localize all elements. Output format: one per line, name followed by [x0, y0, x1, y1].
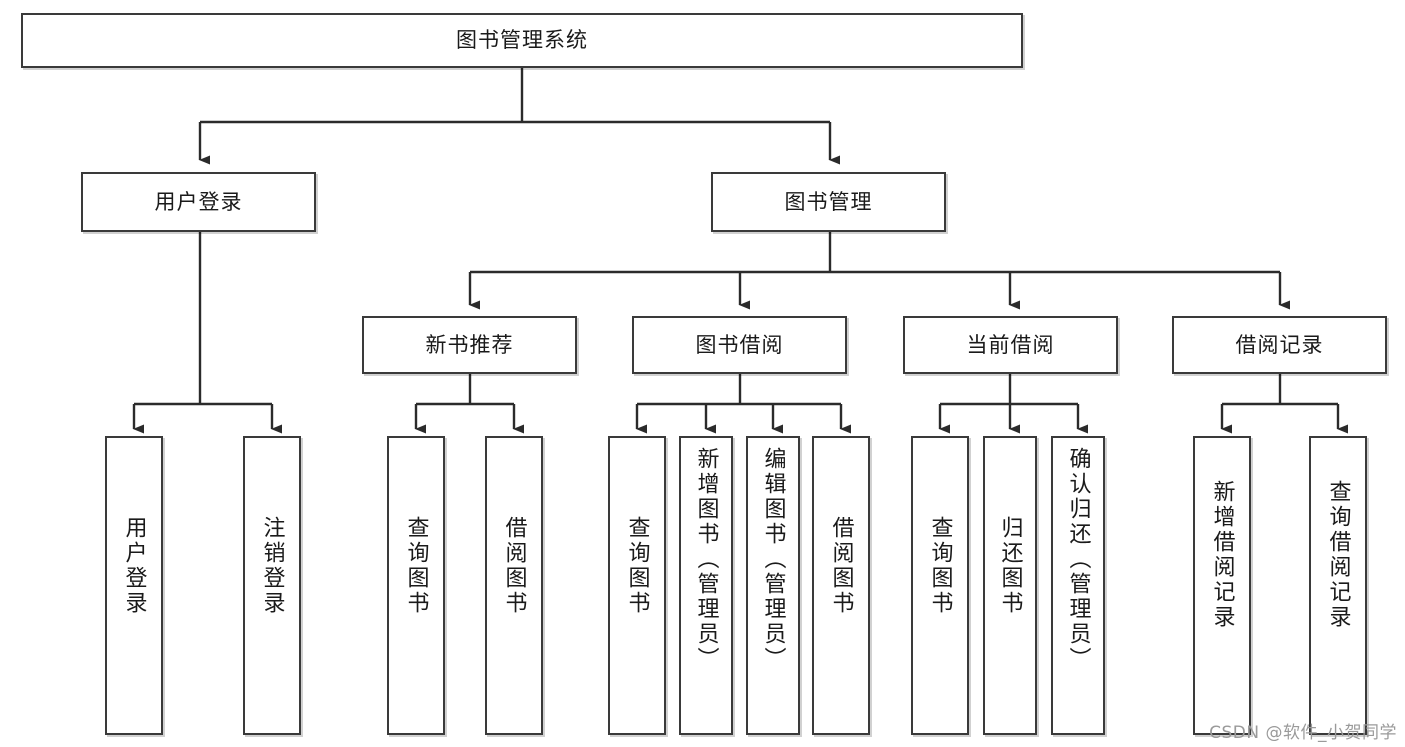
node-new-book-recommend-label: 新书推荐 [425, 332, 514, 357]
node-leaf-query-record-label: 查询借阅记录 [1325, 480, 1351, 630]
node-leaf-edit-book[interactable]: 编辑图书（管理员） [746, 436, 800, 735]
node-leaf-query-book-3[interactable]: 查询图书 [911, 436, 969, 735]
node-borrow-record[interactable]: 借阅记录 [1172, 316, 1387, 374]
watermark-text: CSDN @软件_小贺同学 [1209, 723, 1397, 743]
node-leaf-borrow-book-2[interactable]: 借阅图书 [812, 436, 870, 735]
node-leaf-user-login[interactable]: 用户登录 [105, 436, 163, 735]
node-leaf-confirm-return-label: 确认归还（管理员） [1065, 447, 1091, 672]
node-user-login-label: 用户登录 [154, 189, 243, 214]
node-user-login[interactable]: 用户登录 [81, 172, 316, 232]
node-leaf-query-record[interactable]: 查询借阅记录 [1309, 436, 1367, 735]
node-leaf-return-book-label: 归还图书 [997, 516, 1023, 616]
node-leaf-confirm-return[interactable]: 确认归还（管理员） [1051, 436, 1105, 735]
node-leaf-add-book-label: 新增图书（管理员） [693, 447, 719, 672]
node-leaf-return-book[interactable]: 归还图书 [983, 436, 1037, 735]
node-leaf-add-record[interactable]: 新增借阅记录 [1193, 436, 1251, 735]
node-book-management-label: 图书管理 [784, 189, 873, 214]
node-book-borrow[interactable]: 图书借阅 [632, 316, 847, 374]
node-book-management[interactable]: 图书管理 [711, 172, 946, 232]
node-book-borrow-label: 图书借阅 [695, 332, 784, 357]
node-leaf-logout-login-label: 注销登录 [259, 516, 285, 616]
node-leaf-user-login-label: 用户登录 [121, 516, 147, 616]
node-current-borrow-label: 当前借阅 [966, 332, 1055, 357]
node-current-borrow[interactable]: 当前借阅 [903, 316, 1118, 374]
node-leaf-add-book[interactable]: 新增图书（管理员） [679, 436, 733, 735]
node-leaf-query-book-3-label: 查询图书 [927, 516, 953, 616]
node-leaf-borrow-book-2-label: 借阅图书 [828, 516, 854, 616]
node-leaf-query-book-1[interactable]: 查询图书 [387, 436, 445, 735]
node-leaf-query-book-1-label: 查询图书 [403, 516, 429, 616]
node-root-label: 图书管理系统 [456, 28, 588, 53]
node-leaf-logout-login[interactable]: 注销登录 [243, 436, 301, 735]
node-leaf-query-book-2[interactable]: 查询图书 [608, 436, 666, 735]
node-leaf-borrow-book-1[interactable]: 借阅图书 [485, 436, 543, 735]
node-root[interactable]: 图书管理系统 [21, 13, 1023, 68]
node-borrow-record-label: 借阅记录 [1235, 332, 1324, 357]
node-leaf-query-book-2-label: 查询图书 [624, 516, 650, 616]
node-leaf-borrow-book-1-label: 借阅图书 [501, 516, 527, 616]
node-new-book-recommend[interactable]: 新书推荐 [362, 316, 577, 374]
node-leaf-add-record-label: 新增借阅记录 [1209, 480, 1235, 630]
node-leaf-edit-book-label: 编辑图书（管理员） [760, 447, 786, 672]
